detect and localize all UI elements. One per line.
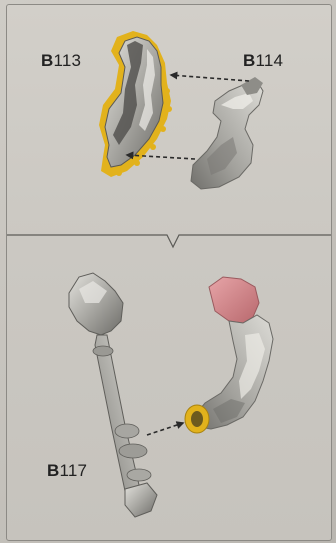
- label-b114-prefix: B: [243, 51, 255, 70]
- arrow-b114-to-b113-upper: [171, 75, 249, 81]
- label-b113-number: 113: [53, 51, 81, 70]
- arrow-b117-to-curved-bone: [147, 423, 183, 435]
- label-b113-prefix: B: [41, 51, 53, 70]
- bone-fragment-curved: [185, 277, 273, 433]
- label-b114: B114: [243, 51, 283, 71]
- bone-figure-illustration: [7, 5, 331, 540]
- label-b113: B113: [41, 51, 81, 71]
- label-b114-number: 114: [255, 51, 283, 70]
- figure-frame: B113 B114 B117: [6, 4, 332, 541]
- panel-divider: [7, 235, 331, 247]
- label-b117-prefix: B: [47, 461, 59, 480]
- label-b117: B117: [47, 461, 87, 481]
- label-b117-number: 117: [59, 461, 87, 480]
- bone-fragment-b114: [191, 77, 263, 189]
